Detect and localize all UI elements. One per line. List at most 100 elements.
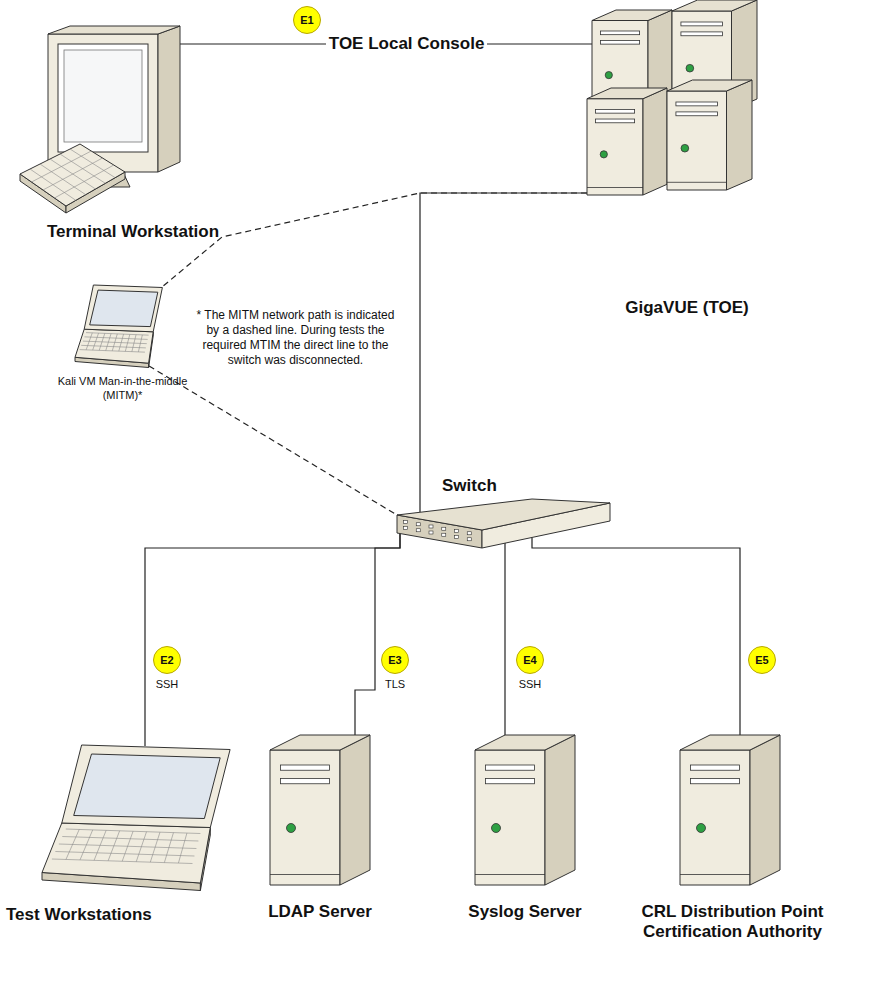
node-label: CRL Distribution Point Certification Aut… xyxy=(615,902,850,942)
server-top xyxy=(587,88,667,99)
key-col xyxy=(80,830,93,860)
drive-slot xyxy=(600,31,639,35)
laptop-base xyxy=(75,329,153,363)
drive-slot xyxy=(681,22,723,26)
server-front xyxy=(270,750,340,885)
power-led xyxy=(287,824,296,833)
server-side xyxy=(340,735,370,885)
key-col xyxy=(108,831,119,861)
callout-number: E4 xyxy=(523,654,536,666)
server-top xyxy=(672,0,757,11)
switch-port xyxy=(429,531,433,534)
mitm-dashed-link xyxy=(162,193,587,287)
key-col xyxy=(43,158,103,190)
network-switch: Switch xyxy=(372,455,612,550)
laptop-screen xyxy=(74,754,221,819)
keyboard xyxy=(20,144,125,206)
server-front xyxy=(587,99,643,195)
test-workstation: Test Workstations xyxy=(0,742,250,932)
callout-circle: E1 xyxy=(293,6,321,34)
laptop-lid xyxy=(62,745,230,828)
protocol-label: SSH xyxy=(156,678,179,691)
node-label: Syslog Server xyxy=(420,902,630,922)
switch-top xyxy=(397,499,610,530)
key-col xyxy=(106,334,111,351)
key-col xyxy=(132,335,136,352)
server-side xyxy=(545,735,575,885)
laptop-base xyxy=(42,823,210,883)
key-col xyxy=(178,833,187,863)
drive-slot xyxy=(681,32,723,36)
drive-slot xyxy=(281,779,330,784)
power-led xyxy=(600,151,607,158)
server-base xyxy=(667,182,727,183)
link-label: TOE Local Console xyxy=(326,35,488,53)
key-col xyxy=(66,829,79,859)
power-led xyxy=(492,824,501,833)
key-col xyxy=(93,333,99,350)
callout-number: E1 xyxy=(300,14,313,26)
callout-number: E3 xyxy=(388,654,401,666)
mitm-dashed-link xyxy=(149,366,397,515)
drive-slot xyxy=(676,112,718,116)
callout-circle: E5 xyxy=(748,646,776,674)
callout-circle: E2 xyxy=(153,646,181,674)
terminal-workstation: Terminal Workstation xyxy=(18,22,248,252)
drive-slot xyxy=(486,765,535,770)
node-label: Kali VM Man-in-the-middle (MITM)* xyxy=(55,374,190,402)
drive-slot xyxy=(595,109,634,113)
key-col xyxy=(112,334,117,351)
protocol-label: SSH xyxy=(519,678,542,691)
server-base xyxy=(270,874,340,875)
switch-port xyxy=(455,530,459,533)
server-base xyxy=(475,874,545,875)
key-col xyxy=(119,334,124,351)
switch-port xyxy=(467,538,471,541)
mitm-laptop: Kali VM Man-in-the-middle (MITM)* xyxy=(55,282,190,422)
ldap-server: LDAP Server xyxy=(215,735,425,935)
toe-server-cluster: GigaVUE (TOE) xyxy=(582,0,792,330)
switch-port xyxy=(467,532,471,535)
laptop-screen xyxy=(90,290,158,327)
key-col xyxy=(99,333,105,350)
monitor-top xyxy=(48,26,180,34)
drive-slot xyxy=(281,765,330,770)
network-link xyxy=(504,543,505,736)
server-side xyxy=(750,735,780,885)
switch-port xyxy=(442,533,446,536)
network-link xyxy=(532,538,740,737)
key-col xyxy=(164,833,173,863)
network-link xyxy=(145,534,400,747)
node-label: GigaVUE (TOE) xyxy=(582,298,792,318)
key-col xyxy=(138,335,142,352)
screen-frame xyxy=(58,44,148,152)
network-link xyxy=(355,534,400,737)
key-col xyxy=(136,832,146,862)
node-label: Test Workstations xyxy=(6,905,246,925)
node-label: LDAP Server xyxy=(215,902,425,922)
switch-port xyxy=(404,521,408,524)
switch-port xyxy=(416,529,420,532)
server-top xyxy=(592,10,672,21)
server-base xyxy=(587,187,643,188)
screen xyxy=(64,50,142,142)
device-icon xyxy=(18,22,248,252)
drive-slot xyxy=(486,779,535,784)
callout-number: E2 xyxy=(160,654,173,666)
drive-slot xyxy=(676,102,718,106)
power-led xyxy=(697,824,706,833)
drive-slot xyxy=(691,779,740,784)
device-icon xyxy=(582,0,792,330)
node-label: Switch xyxy=(442,476,542,496)
monitor-side xyxy=(158,26,180,172)
switch-port xyxy=(455,536,459,539)
network-link xyxy=(420,193,587,512)
drive-slot xyxy=(691,765,740,770)
server-front xyxy=(667,91,727,190)
switch-port xyxy=(416,523,420,526)
server-top xyxy=(475,735,575,750)
power-led xyxy=(686,64,694,72)
key-col xyxy=(32,151,92,182)
key-col xyxy=(86,333,92,350)
device-icon xyxy=(0,742,250,932)
